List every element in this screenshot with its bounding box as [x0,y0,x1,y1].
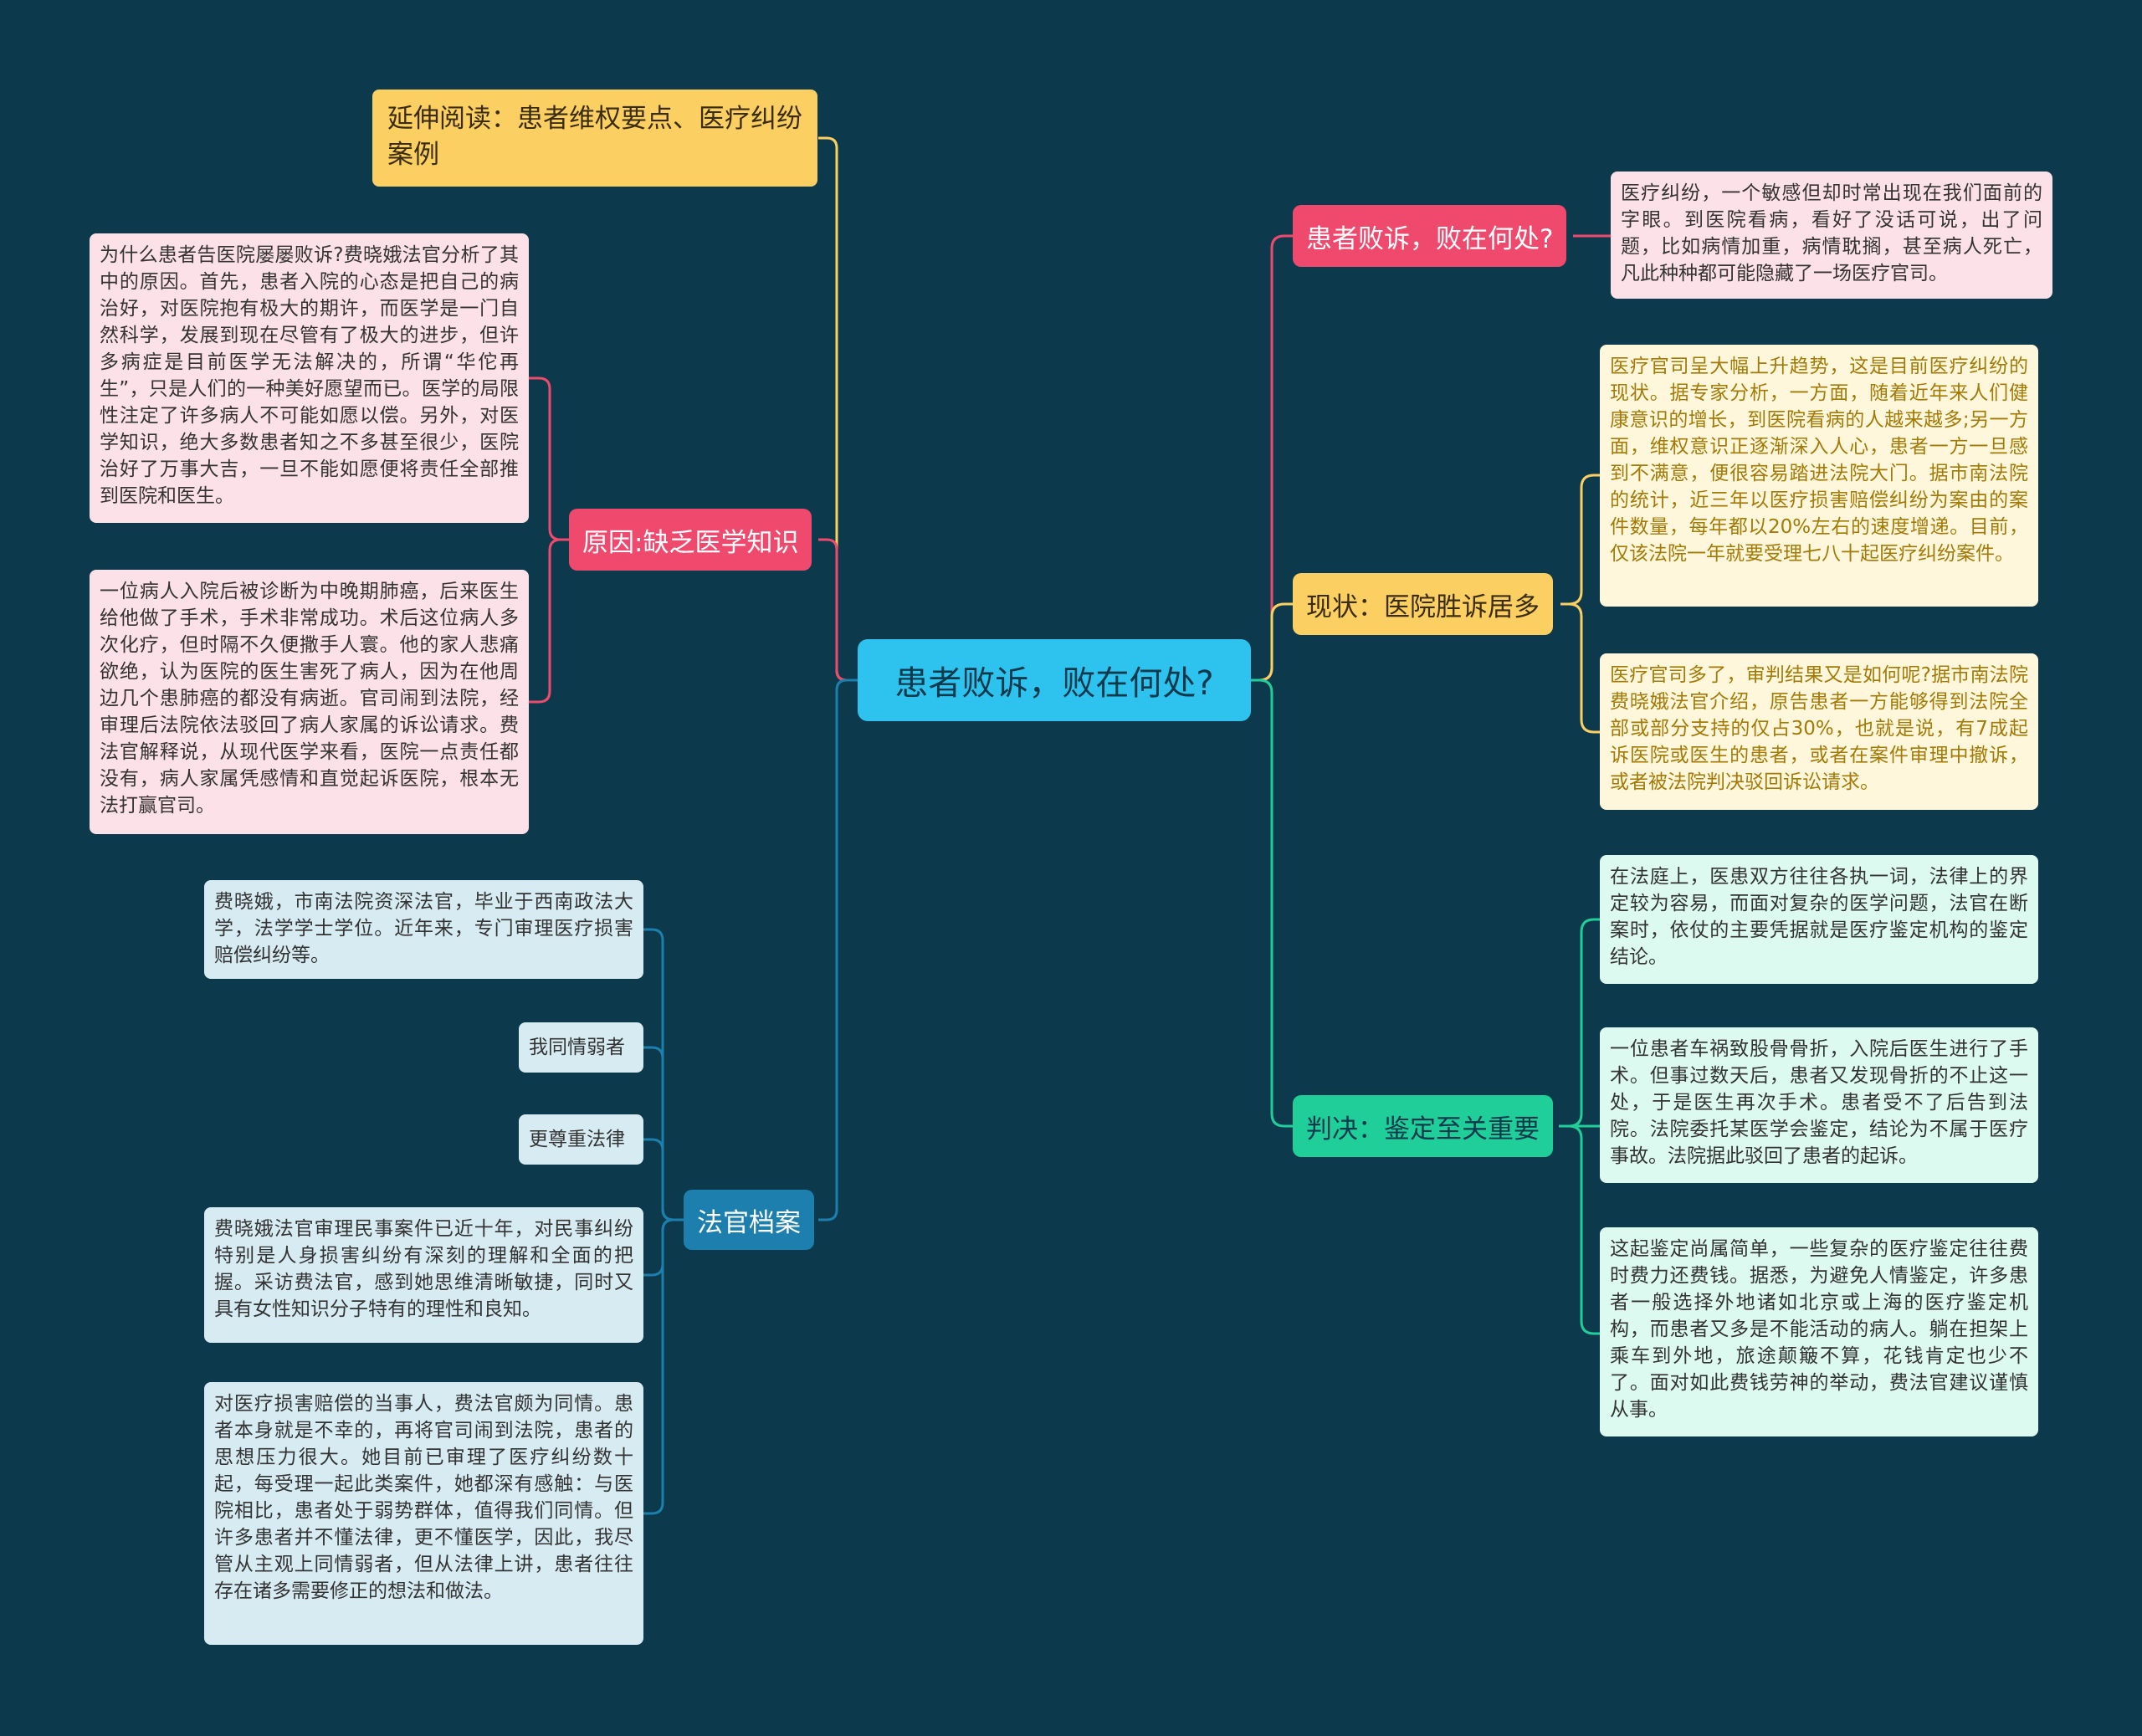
link-center-status [1251,602,1293,682]
leaf-reason-1: 为什么患者告医院屡屡败诉?费晓娥法官分析了其中的原因。首先，患者入院的心态是把自… [90,233,529,523]
leaf-judgment-2: 一位患者车祸致股骨骨折，入院后医生进行了手术。但事过数天后，患者又发现骨折的不止… [1600,1027,2038,1183]
leaf-judgment-1: 在法庭上，医患双方往往各执一词，法律上的界定较为容易，而面对复杂的医学问题，法官… [1600,855,2038,984]
leaf-reason-2: 一位病人入院后被诊断为中晚期肺癌，后来医生给他做了手术，手术非常成功。术后这位病… [90,570,529,834]
link-status-leaf1 [1560,474,1600,606]
leaf-judge-2: 我同情弱者 [519,1022,643,1073]
link-reason-leaf2 [529,538,569,704]
leaf-judge-5: 对医疗损害赔偿的当事人，费法官颇为同情。患者本身就是不幸的，再将官司闹到法院，患… [204,1382,643,1645]
topic-bypass[interactable]: 患者败诉，败在何处? [1293,205,1567,267]
leaf-judge-3: 更尊重法律 [519,1114,643,1165]
leaf-judgment-3: 这起鉴定尚属简单，一些复杂的医疗鉴定往往费时费力还费钱。据悉，为避免人情鉴定，许… [1600,1227,2038,1436]
leaf-judge-1: 费晓娥，市南法院资深法官，毕业于西南政法大学，法学学士学位。近年来，专门审理医疗… [204,880,643,979]
link-center-reason [818,538,858,682]
leaf-status-2: 医疗官司多了，审判结果又是如何呢?据市南法院费晓娥法官介绍，原告患者一方能够得到… [1600,653,2038,810]
topic-status[interactable]: 现状：医院胜诉居多 [1293,573,1553,635]
link-judge-leaf5 [643,1218,684,1515]
topic-reason[interactable]: 原因:缺乏医学知识 [569,509,812,571]
leaf-judge-4: 费晓娥法官审理民事案件已近十年，对民事纠纷特别是人身损害纠纷有深刻的理解和全面的… [204,1207,643,1343]
link-center-judge [818,679,858,1221]
link-status-leaf2 [1560,602,1600,734]
link-reason-leaf1 [529,376,569,541]
link-judgment-leaf1 [1559,918,1600,1128]
link-judgment-leaf3 [1559,1124,1600,1335]
topic-judge-profile[interactable]: 法官档案 [684,1190,814,1250]
link-center-judgment [1251,679,1293,1128]
leaf-bypass-1: 医疗纠纷，一个敏感但却时常出现在我们面前的字眼。到医院看病，看好了没话可说，出了… [1611,172,2052,299]
leaf-status-1: 医疗官司呈大幅上升趋势，这是目前医疗纠纷的现状。据专家分析，一方面，随着近年来人… [1600,345,2038,607]
topic-judgment[interactable]: 判决：鉴定至关重要 [1293,1095,1553,1157]
central-topic[interactable]: 患者败诉，败在何处? [858,639,1251,721]
link-judge-leaf3 [643,1138,684,1221]
extend-reading-node[interactable]: 延伸阅读：患者维权要点、医疗纠纷案例 [372,90,817,187]
